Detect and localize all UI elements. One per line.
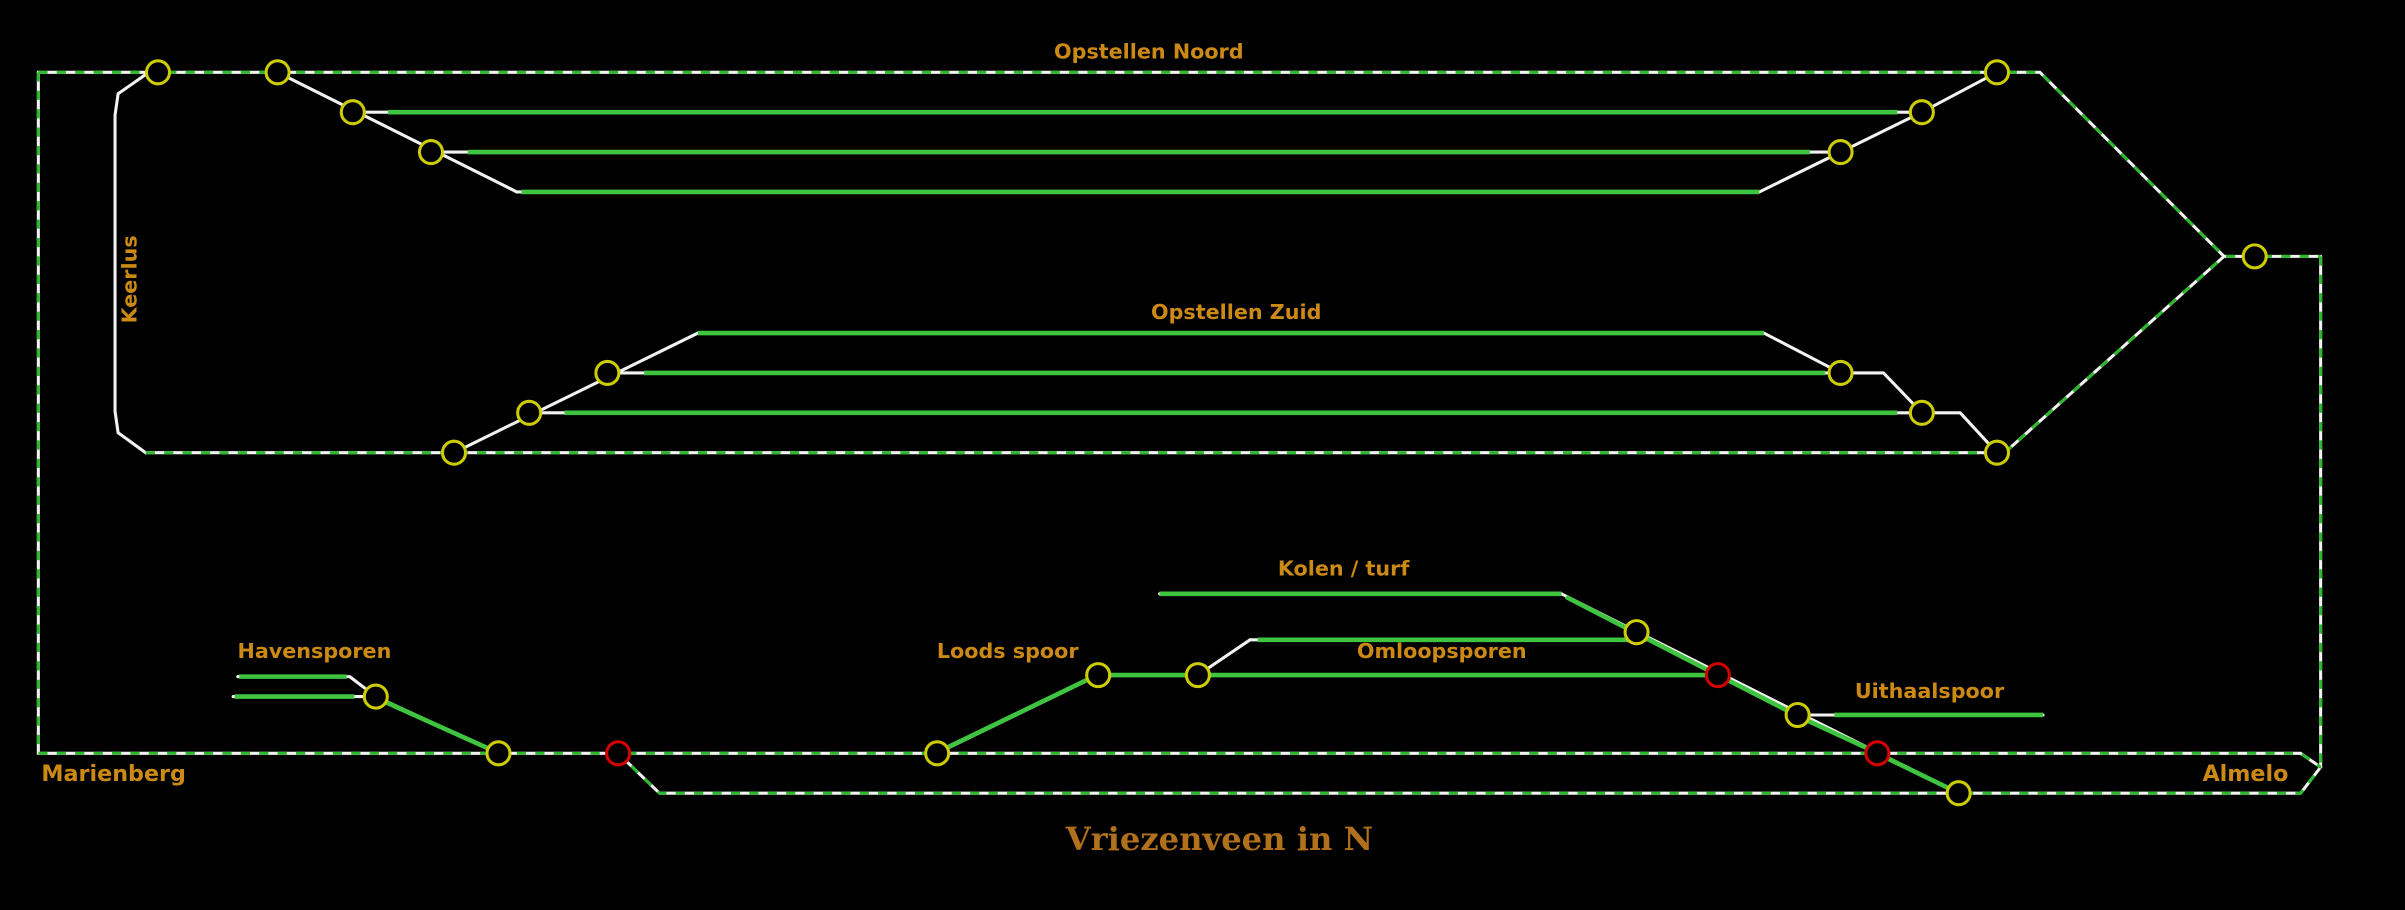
track-zuid-ladder-west <box>452 331 700 455</box>
block-descent-3 <box>1804 717 1870 751</box>
track-noord-siding-3 <box>515 150 1843 194</box>
block-loods-branch <box>943 676 1092 751</box>
signal-zuid-west-2[interactable] <box>594 359 621 386</box>
label-havensporen: Havensporen <box>238 639 392 663</box>
label-kolen-turf: Kolen / turf <box>1278 556 1411 580</box>
track-main-bottom <box>36 751 2323 769</box>
label-omloopsporen: Omloopsporen <box>1357 639 1527 663</box>
track-noord-siding-1 <box>351 70 1999 114</box>
label-almelo: Almelo <box>2202 761 2288 787</box>
signal-keerlus-top[interactable] <box>144 59 172 86</box>
signal-zuid-west-main[interactable] <box>440 439 468 466</box>
track-zuid-siding-2 <box>605 371 1924 415</box>
route-top <box>38 70 2321 258</box>
signal-kolen-junction[interactable] <box>1623 619 1650 646</box>
signal-noord-ladder-top[interactable] <box>264 59 291 86</box>
signal-bypass-east[interactable] <box>1945 780 1972 807</box>
track-noord-siding-2 <box>429 110 1924 154</box>
signal-haven-main[interactable] <box>485 740 512 767</box>
signal-loods-junction[interactable] <box>1085 662 1112 689</box>
route-zuid <box>145 255 2226 455</box>
signal-loods-main[interactable] <box>924 740 951 767</box>
track-haven-stub-1 <box>236 675 378 699</box>
signal-uithaal-junction[interactable] <box>1784 701 1811 729</box>
route-bottom <box>38 751 2322 769</box>
signal-zuid-east-2[interactable] <box>1908 399 1935 426</box>
signal-haven-junction[interactable] <box>362 683 389 710</box>
block-haven-branch <box>382 699 494 753</box>
signal-zuid-east-1[interactable] <box>1827 359 1854 386</box>
track-bypass-bottom <box>616 751 2323 795</box>
signal-zuid-west-1[interactable] <box>516 399 543 426</box>
label-marienberg: Marienberg <box>41 761 186 787</box>
label-keerlus: Keerlus <box>118 235 142 323</box>
signal-main-west-cross[interactable] <box>605 740 632 767</box>
signal-zuid-east-main[interactable] <box>1983 439 2011 466</box>
track-zuid-siding-3 <box>527 411 1999 455</box>
label-uithaalspoor: Uithaalspoor <box>1855 679 2005 703</box>
track-noord-ladder-west <box>276 70 519 194</box>
signal-omloop-junction[interactable] <box>1184 662 1211 689</box>
label-layout-title: Vriezenveen in N <box>1065 820 1373 858</box>
track-zuid-approach <box>144 254 2226 455</box>
block-descent-2 <box>1726 677 1791 714</box>
route-bypass <box>617 752 2322 795</box>
signal-noord-west-2[interactable] <box>417 139 445 166</box>
track-zuid-siding-1 <box>696 331 1843 375</box>
signal-main-east-cross[interactable] <box>1864 740 1891 767</box>
signal-noord-east-1[interactable] <box>1908 99 1935 126</box>
track-keerlus <box>113 70 151 455</box>
label-opstellen-noord: Opstellen Noord <box>1054 40 1244 64</box>
label-opstellen-zuid: Opstellen Zuid <box>1151 300 1321 324</box>
signal-east-junction[interactable] <box>2241 243 2268 270</box>
block-descent-4 <box>1885 755 1951 791</box>
signal-noord-west-1[interactable] <box>339 99 366 126</box>
track-main-top <box>36 70 2323 258</box>
signal-loods-east[interactable] <box>1704 662 1731 689</box>
signal-noord-east-main[interactable] <box>1983 59 2011 86</box>
label-loods-spoor: Loods spoor <box>937 639 1079 663</box>
signal-noord-east-2[interactable] <box>1827 139 1854 166</box>
